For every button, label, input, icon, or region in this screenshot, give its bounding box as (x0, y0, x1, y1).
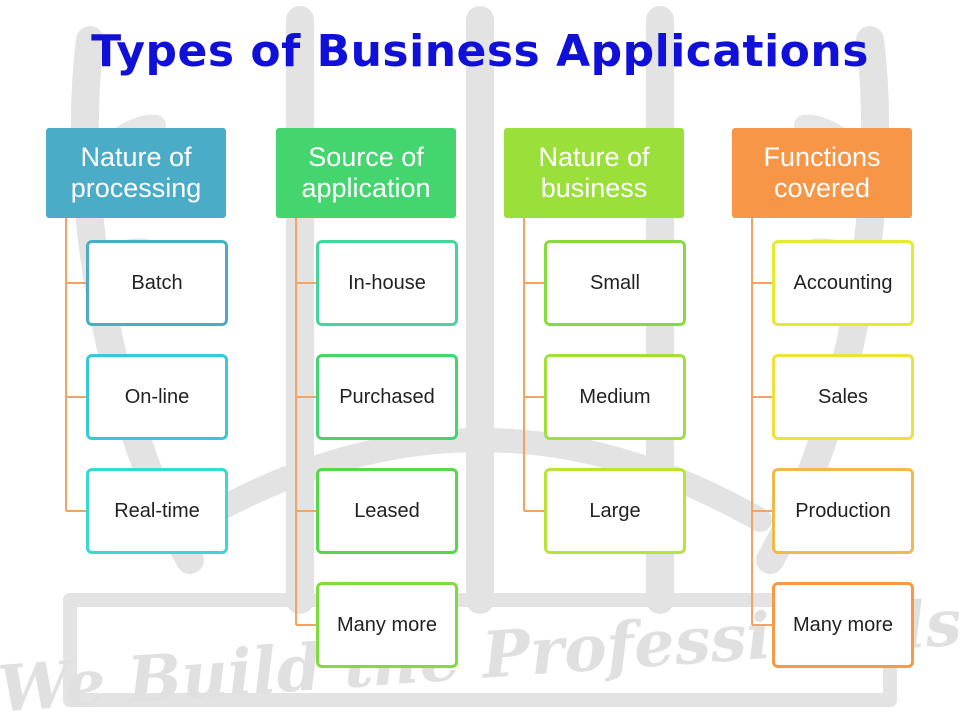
tree-connector (295, 218, 316, 626)
group-header: Nature of processing (46, 128, 226, 218)
tree-connector (751, 218, 772, 626)
category-item: Production (772, 468, 914, 554)
category-item: On-line (86, 354, 228, 440)
group-header: Functions covered (732, 128, 912, 218)
category-item: Real-time (86, 468, 228, 554)
category-item: In-house (316, 240, 458, 326)
page-title: Types of Business Applications (91, 26, 869, 77)
category-item: Small (544, 240, 686, 326)
category-item: Large (544, 468, 686, 554)
category-item: Batch (86, 240, 228, 326)
category-item: Many more (772, 582, 914, 668)
category-item: Sales (772, 354, 914, 440)
category-item: Many more (316, 582, 458, 668)
category-item: Accounting (772, 240, 914, 326)
group-header: Source of application (276, 128, 456, 218)
tree-connector (65, 218, 86, 512)
category-item: Purchased (316, 354, 458, 440)
group-header: Nature of business (504, 128, 684, 218)
tree-connector (523, 218, 544, 512)
category-item: Leased (316, 468, 458, 554)
category-item: Medium (544, 354, 686, 440)
